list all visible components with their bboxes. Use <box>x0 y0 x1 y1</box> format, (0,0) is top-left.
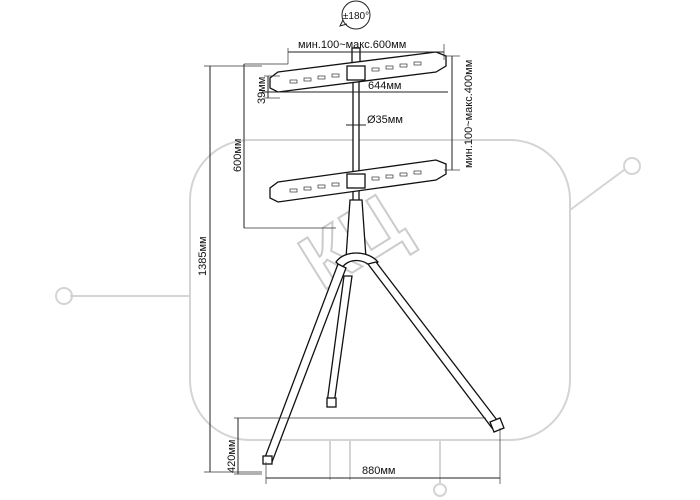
rotation-label: ±180° <box>343 11 369 22</box>
dimension-base-width: 880мм <box>265 428 501 484</box>
right-leg <box>366 261 501 429</box>
tripod <box>262 252 505 465</box>
rotation-icon <box>341 0 371 30</box>
dimension-bracket-span: 600мм <box>232 63 336 229</box>
height-range-label: мин.100~макс.400мм <box>463 60 475 168</box>
lower-bracket <box>269 159 447 203</box>
upper-bracket <box>269 51 447 93</box>
dimension-pole-diameter: Ø35мм <box>346 114 403 126</box>
leg-height-label: 420мм <box>226 440 238 473</box>
bracket-height-label: 39мм <box>256 77 268 104</box>
rotation-indicator: ±180° <box>339 0 371 30</box>
width-range-label: мин.100~макс.600мм <box>298 39 406 51</box>
dimension-width-range: мин.100~макс.600мм <box>287 39 445 64</box>
dimension-height-range: мин.100~макс.400мм <box>444 55 475 171</box>
watermark: КЦ <box>55 139 641 497</box>
total-height-label: 1385мм <box>197 236 209 276</box>
dimension-bracket-length: 644мм <box>262 80 448 93</box>
dimension-total-height: 1385мм <box>197 65 262 473</box>
dimension-bracket-height: 39мм <box>256 75 280 104</box>
watermark-frame <box>189 139 571 441</box>
pole-diameter-label: Ø35мм <box>367 114 403 126</box>
bracket-length-label: 644мм <box>368 80 401 92</box>
bracket-span-label: 600мм <box>232 139 244 172</box>
base-width-label: 880мм <box>362 465 395 477</box>
dimension-leg-height: 420мм <box>226 417 486 475</box>
